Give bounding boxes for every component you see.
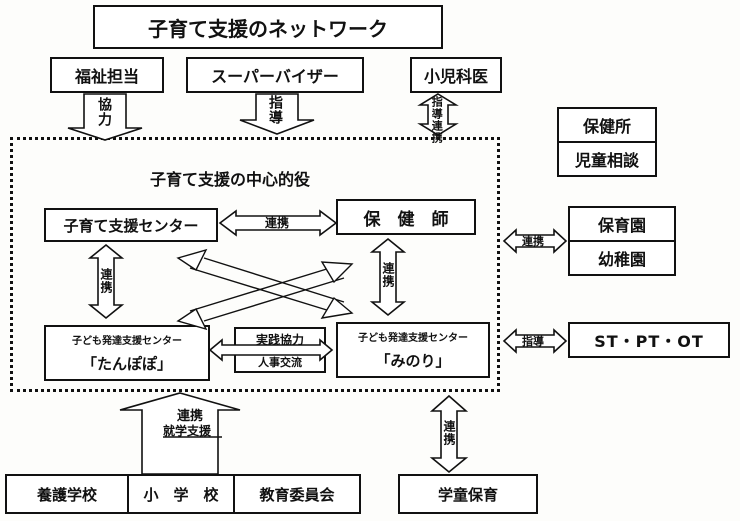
support-center-label: 子育て支援センター	[63, 216, 199, 235]
pediatrics-double-arrow	[417, 93, 459, 136]
kindergarten-box: 幼稚園	[568, 240, 676, 276]
core-region	[10, 137, 500, 392]
health-center-box: 保健所	[557, 107, 657, 143]
special-school-label: 養護学校	[36, 485, 97, 504]
support-center-box: 子育て支援センター	[44, 208, 218, 242]
supervisor-label: スーパーバイザー	[211, 67, 339, 86]
schools-up-arrow	[119, 392, 241, 475]
left-vertical-link-label: 連携	[99, 268, 113, 294]
minori-therapists-arrow	[502, 328, 568, 354]
diagonal-head-a2	[320, 296, 354, 319]
diagram-title-text: 子育て支援のネットワーク	[148, 16, 388, 41]
employment-link-label: 連携	[177, 409, 204, 424]
pediatrics-box: 小児科医	[410, 57, 502, 93]
welfare-box: 福祉担当	[50, 57, 164, 93]
employment-support-label: 就学支援	[163, 424, 212, 438]
minori-label: 「みのり」	[375, 352, 451, 370]
nurse-nursery-arrow	[502, 228, 568, 254]
afterschool-double-arrow	[429, 394, 469, 474]
supervisor-down-arrow	[239, 93, 315, 135]
public-health-nurse-box: 保 健 師	[336, 199, 476, 235]
guidance-label: 指導	[267, 95, 283, 125]
minori-caption: 子ども発達支援センター	[358, 333, 468, 344]
tanpopo-caption: 子ども発達支援センター	[72, 336, 182, 347]
after-school-label: 学童保育	[437, 485, 498, 504]
supervisor-box: スーパーバイザー	[186, 57, 364, 93]
kindergarten-label: 幼稚園	[597, 250, 646, 269]
nursery-label: 保育園	[597, 216, 646, 235]
pediatrics-label: 小児科医	[423, 67, 488, 86]
minori-box: 子ども発達支援センター 「みのり」	[336, 322, 490, 378]
special-school-box: 養護学校	[5, 474, 129, 514]
public-health-nurse-label: 保 健 師	[363, 209, 449, 230]
health-center-label: 保健所	[582, 117, 631, 136]
practice-coop-label: 実践協力	[255, 332, 304, 347]
welfare-label: 福祉担当	[74, 67, 139, 86]
tanpopo-box: 子ども発達支援センター 「たんぽぽ」	[44, 325, 210, 381]
diagram-title: 子育て支援のネットワーク	[93, 5, 443, 49]
afterschool-link-label: 連携	[442, 420, 456, 446]
guidance-link-label: 指導連携	[430, 96, 444, 144]
child-consultation-label: 児童相談	[574, 151, 639, 170]
diagonal-head-b1	[176, 307, 208, 331]
education-board-label: 教育委員会	[259, 485, 335, 504]
therapists-label: ST・PT・OT	[594, 332, 704, 351]
welfare-down-arrow	[67, 93, 143, 141]
cooperation-label: 協力	[96, 97, 112, 127]
nursery-link-label: 連携	[522, 235, 544, 248]
elementary-label: 小 学 校	[143, 485, 219, 504]
therapists-guidance-label: 指導	[522, 335, 544, 348]
personnel-exchange-label: 人事交流	[258, 356, 302, 369]
child-consultation-box: 児童相談	[557, 141, 657, 177]
diagonal-head-b2	[320, 261, 354, 284]
education-board-box: 教育委員会	[233, 474, 361, 514]
nurse-minori-arrow	[369, 237, 407, 317]
support-nurse-arrow	[218, 209, 338, 237]
tanpopo-minori-arrow	[208, 338, 334, 362]
after-school-box: 学童保育	[398, 474, 538, 514]
diagonal-arrow-b	[189, 267, 345, 322]
diagonal-head-a1	[176, 248, 208, 272]
therapists-box: ST・PT・OT	[568, 322, 730, 358]
core-label: 子育て支援の中心的役	[150, 170, 311, 189]
right-vertical-link-label: 連携	[381, 262, 395, 288]
tanpopo-label: 「たんぽぽ」	[81, 355, 172, 373]
support-tanpopo-arrow	[87, 243, 125, 320]
support-nurse-link-label: 連携	[265, 216, 290, 230]
